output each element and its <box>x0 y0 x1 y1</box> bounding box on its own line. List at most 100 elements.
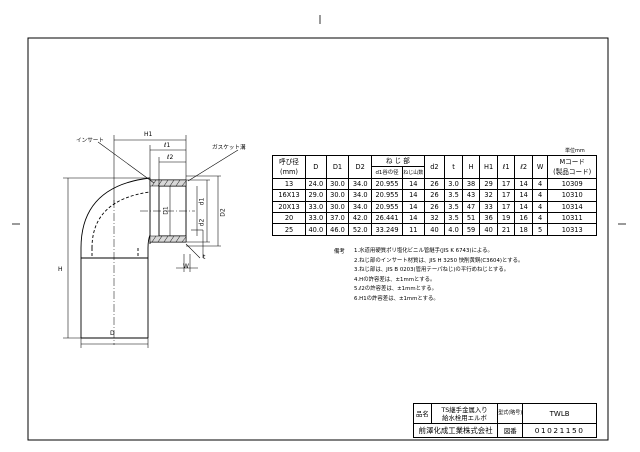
table-cell: 4.0 <box>444 223 463 236</box>
dim-label-t: t <box>203 254 206 261</box>
table-cell: 20.955 <box>371 177 403 191</box>
header-thread-d1: d1谷の径 <box>371 166 403 179</box>
table-cell: 40.0 <box>305 223 327 236</box>
header-H1: H1 <box>479 155 498 179</box>
header-l1: ℓ1 <box>496 155 516 179</box>
dim-label-D1: D1 <box>162 206 170 215</box>
table-cell: 38 <box>461 177 481 191</box>
table-cell: 25 <box>271 223 307 236</box>
note-item: 6.H1の許容差は、±1mmとする。 <box>354 295 439 302</box>
header-l2: ℓ2 <box>514 155 533 179</box>
note-item: 2.ねじ部のインサート材質は、JIS H 3250 快削黄銅(C3604)とする… <box>354 257 524 264</box>
table-cell: 14 <box>401 189 425 202</box>
table-cell: 34.0 <box>348 189 373 202</box>
table-cell: 4 <box>531 200 549 213</box>
product-name: TS継手金属入り給水栓用エルボ <box>430 403 499 424</box>
table-cell: 10310 <box>547 189 597 202</box>
table-cell: 4 <box>531 211 549 225</box>
table-cell: 20.955 <box>371 200 403 213</box>
table-cell: 14 <box>401 211 425 225</box>
table-cell: 29.0 <box>305 189 327 202</box>
table-cell: 11 <box>401 223 425 236</box>
spec-table: 呼び径(mm) D D1 D2 ね じ 部 d2 t H H1 ℓ1 ℓ2 W … <box>271 154 597 236</box>
table-cell: 19 <box>496 211 516 225</box>
table-cell: 10311 <box>547 211 597 225</box>
model-label: 型式(略号) <box>497 403 524 424</box>
table-cell: 14 <box>514 177 533 191</box>
header-thread-pitch: ねじ山数 <box>401 166 425 179</box>
table-cell: 16X13 <box>271 189 307 202</box>
note-item: 1.水道用硬質ポリ塩化ビニル管継手(JIS K 6743)による。 <box>354 248 493 254</box>
table-cell: 42.0 <box>348 211 373 225</box>
table-cell: 24.0 <box>305 177 327 191</box>
dim-label-l2: ℓ2 <box>167 154 174 161</box>
table-cell: 4 <box>531 177 549 191</box>
table-cell: 33 <box>479 200 498 213</box>
header-H: H <box>461 155 481 179</box>
table-cell: 34.0 <box>348 200 373 213</box>
table-cell: 33.0 <box>305 211 327 225</box>
dimension-lines <box>63 135 239 348</box>
table-cell: 3.5 <box>444 200 463 213</box>
table-cell: 17 <box>496 177 516 191</box>
table-cell: 40 <box>479 223 498 236</box>
table-cell: 3.5 <box>444 211 463 225</box>
table-cell: 14 <box>514 189 533 202</box>
table-cell: 10314 <box>547 200 597 213</box>
product-name-label: 品名 <box>413 403 432 424</box>
model-code: TWLB <box>522 403 597 424</box>
table-cell: 14 <box>514 200 533 213</box>
table-cell: 10313 <box>547 223 597 236</box>
table-cell: 26 <box>423 200 446 213</box>
company-name: 前澤化成工業株式会社 <box>412 423 499 438</box>
table-cell: 20X13 <box>271 200 307 213</box>
dim-label-D: D <box>110 330 115 337</box>
dim-label-D2: D2 <box>219 208 227 217</box>
header-W: W <box>531 155 549 179</box>
drawing-no-label: 図番 <box>497 423 524 438</box>
title-block: 品名 TS継手金属入り給水栓用エルボ 型式(略号) TWLB 前澤化成工業株式会… <box>412 403 597 438</box>
table-cell: 43 <box>461 189 481 202</box>
table-cell: 46.0 <box>325 223 350 236</box>
table-cell: 33.249 <box>371 223 403 236</box>
table-cell: 29 <box>479 177 498 191</box>
unit-label: 単位mm <box>565 148 585 154</box>
table-cell: 37.0 <box>325 211 350 225</box>
table-cell: 20.955 <box>371 189 403 202</box>
notes-title: 備考 <box>334 249 345 255</box>
table-cell: 3.0 <box>444 177 463 191</box>
dim-label-l1: ℓ1 <box>164 142 171 149</box>
dim-label-W: W <box>183 263 189 270</box>
table-cell: 14 <box>401 200 425 213</box>
dim-label-H1: H1 <box>144 131 153 138</box>
table-cell: 10309 <box>547 177 597 191</box>
table-cell: 20 <box>271 211 307 225</box>
table-cell: 17 <box>496 200 516 213</box>
drawing-no: 01021150 <box>522 423 597 438</box>
header-thread: ね じ 部 <box>371 154 425 168</box>
table-cell: 13 <box>271 177 307 191</box>
callout-insert: インサート <box>76 138 104 144</box>
table-cell: 26 <box>423 177 446 191</box>
table-cell: 32 <box>423 211 446 225</box>
table-cell: 3.5 <box>444 189 463 202</box>
header-D1: D1 <box>325 155 350 179</box>
notes-list: 1.水道用硬質ポリ塩化ビニル管継手(JIS K 6743)による。 2.ねじ部の… <box>354 247 523 305</box>
callout-gasket: ガスケット溝 <box>212 145 246 151</box>
table-cell: 47 <box>461 200 481 213</box>
table-cell: 26 <box>423 189 446 202</box>
table-cell: 34.0 <box>348 177 373 191</box>
dim-label-H: H <box>58 266 63 273</box>
note-item: 5.ℓ2の許容差は、±1mmとする。 <box>354 286 437 293</box>
table-cell: 59 <box>461 223 481 236</box>
table-cell: 26.441 <box>371 211 403 225</box>
table-cell: 5 <box>531 223 549 236</box>
table-cell: 17 <box>496 189 516 202</box>
